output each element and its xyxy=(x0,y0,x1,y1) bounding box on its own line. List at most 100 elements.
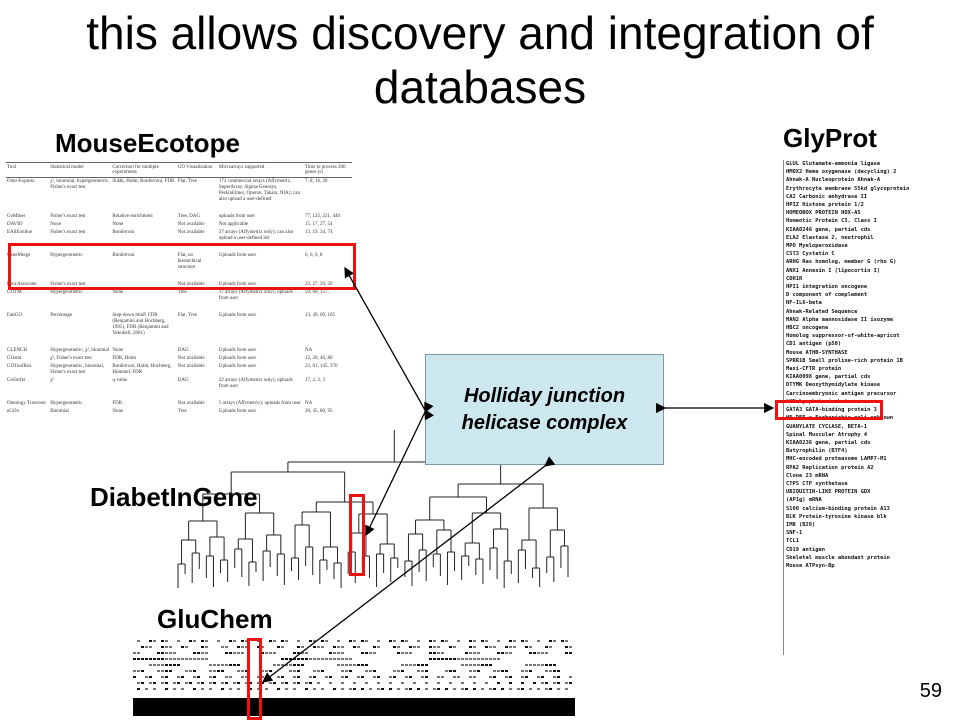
table-cell: Flat, no hierarchical structure xyxy=(177,253,202,270)
table-cell: None xyxy=(112,409,124,414)
heatmap-cell xyxy=(229,688,232,690)
glyprot-list-item: DTYMK Deoxythymidylate kinase xyxy=(786,382,881,389)
heatmap-cell xyxy=(341,688,344,690)
glyprot-list-item: CA2 Carbonic anhydrase II xyxy=(786,193,868,200)
heatmap-cell xyxy=(197,682,200,684)
heatmap-cell xyxy=(461,682,464,684)
heatmap-cell xyxy=(529,688,532,690)
glyprot-list-item: KIAA0098 gene, partial cds xyxy=(786,374,871,381)
glyprot-list-item: GATA3 GATA-binding protein 3 xyxy=(786,407,877,414)
heatmap-cell xyxy=(465,688,468,690)
table-cell: Bonferroni xyxy=(112,230,135,235)
holliday-junction-box: Holliday junction helicase complex xyxy=(425,354,664,465)
heatmap-cell xyxy=(237,664,240,666)
heatmap-cell xyxy=(185,646,188,648)
glyprot-list-item: KIAA0236 gene, partial cds xyxy=(786,439,871,446)
heatmap-cell xyxy=(349,688,352,690)
heatmap-cell xyxy=(265,688,268,690)
heatmap-cell xyxy=(181,688,184,690)
heatmap-cell xyxy=(201,688,204,690)
heatmap-cell xyxy=(229,676,232,678)
table-cell: Hypergeometric, binomial, Fisher's exact… xyxy=(50,364,105,375)
heatmap-cell xyxy=(245,676,248,678)
table-cell: Uploads from user xyxy=(218,409,257,414)
heatmap-cell xyxy=(221,688,224,690)
heatmap-cell xyxy=(225,664,228,666)
heatmap-cell xyxy=(389,682,392,684)
table-cell: Binomial xyxy=(50,409,69,414)
heatmap-cell xyxy=(553,682,556,684)
table-cell: Hypergeometric xyxy=(50,253,83,258)
heatmap-cell xyxy=(213,676,216,678)
glyprot-list-item: HPIZ Histone protein 1/2 xyxy=(786,202,864,209)
heatmap-cell xyxy=(425,688,428,690)
glyprot-list-item: HBC2 oncogene xyxy=(786,325,829,332)
heatmap-cell xyxy=(209,676,212,678)
heatmap-cell xyxy=(509,682,512,684)
heatmap-cell xyxy=(241,652,244,654)
page-number: 59 xyxy=(919,680,942,702)
heatmap-cell xyxy=(225,676,228,678)
gluchem-highlight-box xyxy=(247,638,262,720)
heatmap-cell xyxy=(137,688,140,690)
glyprot-list-item: CD19 antigen xyxy=(786,546,825,553)
glyprot-list-item: Mouse ATPsyn-Bp xyxy=(786,562,835,569)
heatmap-cell xyxy=(281,682,284,684)
glyprot-list-item: D component of complement xyxy=(786,292,868,299)
glyprot-list-item: Skeletal muscle abundant protein xyxy=(786,554,890,561)
heatmap-cell xyxy=(409,688,412,690)
heatmap-cell xyxy=(173,658,176,660)
glyprot-list-item: BLK Protein-tyrosine kinase blk xyxy=(786,513,887,520)
heatmap-cell xyxy=(449,682,452,684)
heatmap-cell xyxy=(141,670,144,672)
heatmap-cell xyxy=(233,652,236,654)
heatmap-cell xyxy=(201,652,204,654)
table-cell: DAG xyxy=(177,348,189,353)
table-cell: Flat, Tree xyxy=(177,313,197,318)
table-cell: 20, 45, 80, 95 xyxy=(305,409,333,414)
glyprot-list-item: CST3 Cystatin C xyxy=(786,251,835,258)
heatmap-cell xyxy=(185,670,188,672)
mouse-ecotope-table-image: Tool Statistical model Correction for mu… xyxy=(6,162,352,428)
heatmap-cell xyxy=(309,682,312,684)
heatmap-cell xyxy=(213,664,216,666)
glyprot-list-item: MAN2 Alpha mannosidase II isozyme xyxy=(786,316,894,323)
heatmap-cell xyxy=(437,688,440,690)
heatmap-cell xyxy=(173,688,176,690)
heatmap-cell xyxy=(161,646,164,648)
heatmap-cell xyxy=(197,652,200,654)
heatmap-cell xyxy=(401,682,404,684)
table-cell: Not available xyxy=(177,364,205,369)
heatmap-cell xyxy=(201,658,204,660)
heatmap-cell xyxy=(533,682,536,684)
glyprot-list-item: RPA2 Replication protein A2 xyxy=(786,464,874,471)
heatmap-cell xyxy=(161,652,164,654)
table-header-cell: Time to process 200 genes (s) xyxy=(304,162,352,178)
glyprot-list-item: Clone 23 mRNA xyxy=(786,472,829,479)
heatmap-cell xyxy=(141,682,144,684)
table-cell: Tree xyxy=(177,409,187,414)
table-cell: Percentage xyxy=(50,313,73,318)
table-cell: 13, 49, 69, 105 xyxy=(305,313,336,318)
heatmap-cell xyxy=(565,682,568,684)
heatmap-cell xyxy=(197,676,200,678)
heatmap-cell xyxy=(417,688,420,690)
heatmap-cell xyxy=(193,652,196,654)
heatmap-cell xyxy=(217,640,220,642)
heatmap-cell xyxy=(541,682,544,684)
heatmap-cell xyxy=(149,646,152,648)
table-cell: Uploads from user xyxy=(218,364,257,369)
heatmap-cell xyxy=(305,682,308,684)
heatmap-cell xyxy=(377,688,380,690)
heatmap-cell xyxy=(241,670,244,672)
heatmap-cell xyxy=(485,682,488,684)
heatmap-cell xyxy=(285,688,288,690)
heatmap-cell xyxy=(161,640,164,642)
glyprot-list-item: Mouse ATHB-SYNTHASE xyxy=(786,349,848,356)
heatmap-cell xyxy=(557,670,560,672)
glyprot-list-item: SPRR1B Small proline-rich protein 1B xyxy=(786,357,903,364)
